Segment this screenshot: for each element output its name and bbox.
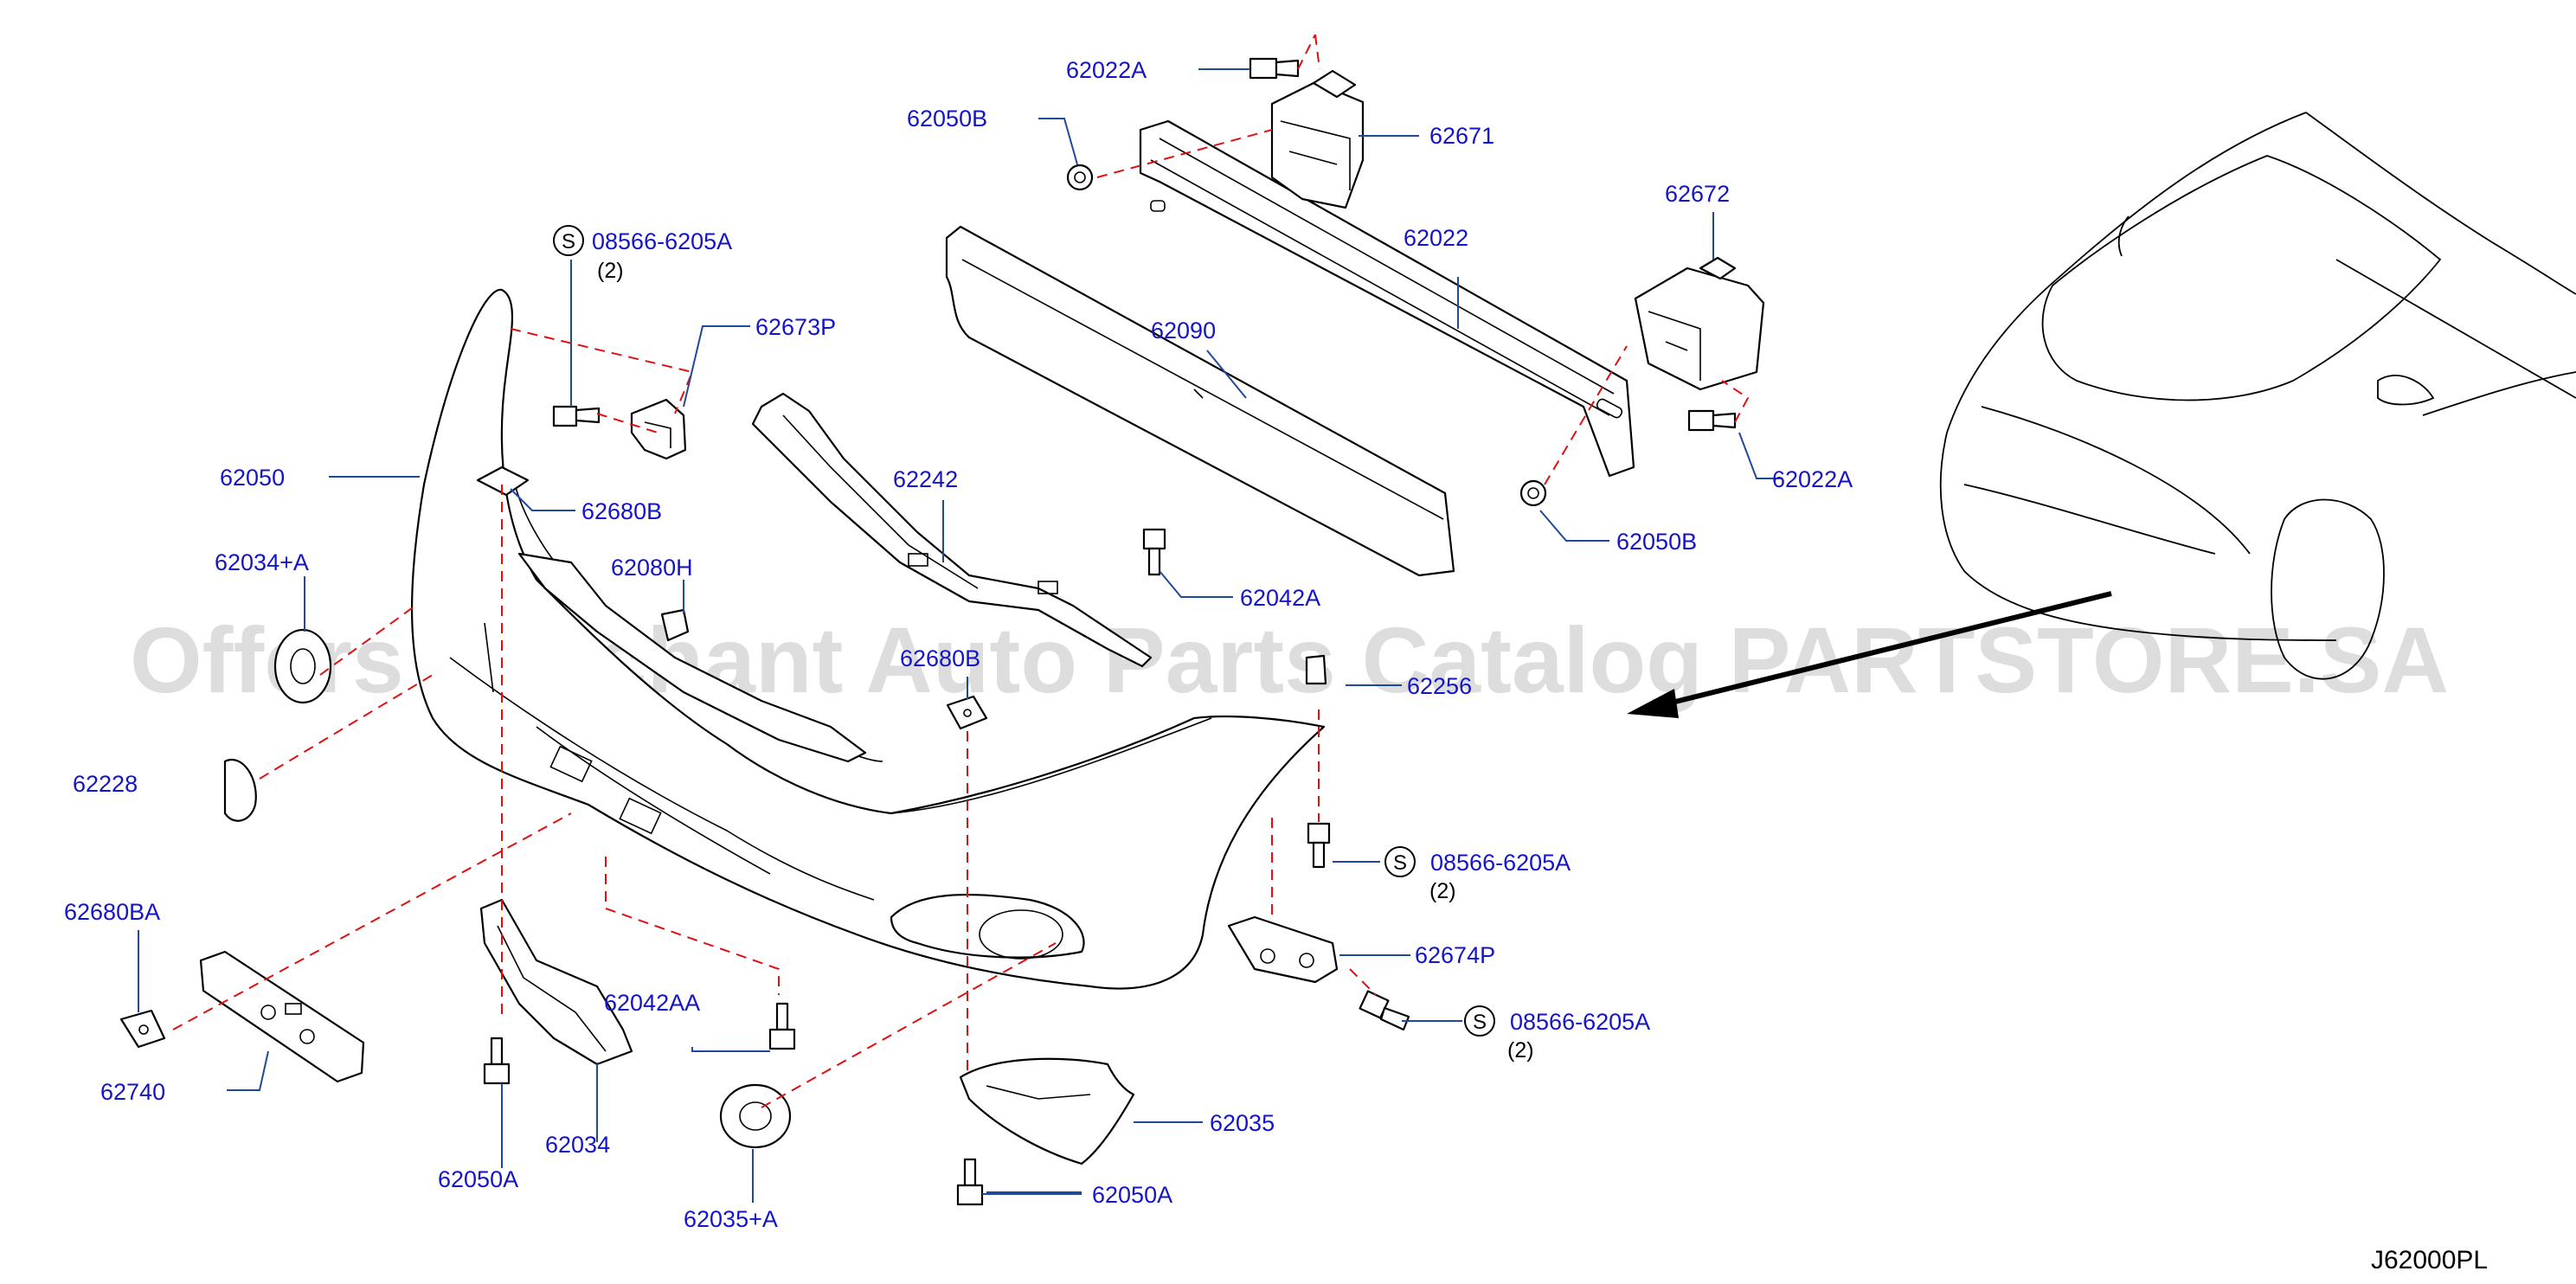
label-62035A[interactable]: 62035+A bbox=[684, 1206, 778, 1232]
clip-62256 bbox=[1305, 654, 1327, 685]
label-62050A-right[interactable]: 62050A bbox=[1092, 1182, 1172, 1208]
qty-08566-low: (2) bbox=[1507, 1038, 1534, 1063]
label-62680B[interactable]: 62680B bbox=[581, 498, 662, 524]
qty-08566-top: (2) bbox=[597, 259, 624, 283]
cap-62228 bbox=[223, 759, 257, 822]
energy-absorber-62090 bbox=[945, 225, 1455, 577]
bracket-62674P bbox=[1227, 915, 1339, 984]
bracket-62672 bbox=[1634, 256, 1765, 391]
label-62050B-right[interactable]: 62050B bbox=[1616, 529, 1697, 555]
clip-62080H bbox=[660, 608, 690, 642]
nut-62050B-top bbox=[1066, 164, 1094, 191]
license-bracket-62740 bbox=[199, 950, 365, 1083]
bolt-08566-top bbox=[552, 405, 601, 427]
bolt-62042A bbox=[1142, 528, 1166, 576]
svg-text:S: S bbox=[562, 230, 575, 254]
diagram-code: J62000PL bbox=[2371, 1246, 2488, 1274]
bracket-62034 bbox=[479, 898, 633, 1066]
label-62228[interactable]: 62228 bbox=[73, 771, 138, 797]
clip-62680B-top bbox=[476, 465, 530, 497]
label-62050A-left[interactable]: 62050A bbox=[438, 1166, 518, 1192]
label-62042AA[interactable]: 62042AA bbox=[604, 990, 700, 1016]
bolt-08566-low bbox=[1359, 990, 1410, 1031]
retainer-62242 bbox=[751, 392, 1153, 668]
bolt-62042AA bbox=[768, 1002, 796, 1050]
label-08566-low[interactable]: 08566-6205A bbox=[1510, 1009, 1650, 1035]
label-62022[interactable]: 62022 bbox=[1404, 225, 1468, 251]
label-62672[interactable]: 62672 bbox=[1665, 181, 1730, 207]
bolt-62050A-left bbox=[483, 1037, 511, 1085]
bolt-62022A-right bbox=[1687, 409, 1737, 432]
label-62256[interactable]: 62256 bbox=[1407, 673, 1472, 699]
label-62090[interactable]: 62090 bbox=[1151, 318, 1216, 343]
screw-mark-mid: S bbox=[1384, 846, 1416, 877]
clip-62680B-mid bbox=[946, 695, 988, 730]
label-62242[interactable]: 62242 bbox=[893, 466, 958, 492]
label-62673P[interactable]: 62673P bbox=[755, 314, 836, 340]
label-62042A[interactable]: 62042A bbox=[1240, 585, 1320, 611]
cap-62035A bbox=[719, 1083, 792, 1149]
alignment-lines bbox=[172, 34, 1750, 1108]
label-62671[interactable]: 62671 bbox=[1429, 123, 1494, 149]
label-62680B-mid[interactable]: 62680B bbox=[900, 645, 980, 671]
qty-08566-mid: (2) bbox=[1429, 879, 1456, 903]
screw-mark-top: S bbox=[553, 225, 584, 256]
label-62022A-right[interactable]: 62022A bbox=[1772, 466, 1853, 492]
splash-guard-62035 bbox=[959, 1057, 1135, 1165]
label-62034A[interactable]: 62034+A bbox=[215, 549, 309, 575]
screw-mark-low: S bbox=[1464, 1005, 1495, 1037]
svg-text:S: S bbox=[1473, 1011, 1487, 1034]
bracket-62671 bbox=[1270, 69, 1365, 209]
bumper-fascia-62050 bbox=[410, 288, 1326, 990]
bolt-62022A-top bbox=[1249, 57, 1300, 80]
svg-text:S: S bbox=[1393, 851, 1407, 875]
bracket-62673P bbox=[630, 398, 687, 460]
label-62034[interactable]: 62034 bbox=[545, 1132, 610, 1158]
label-62680BA[interactable]: 62680BA bbox=[64, 899, 160, 925]
cap-62034A bbox=[273, 628, 332, 704]
clip-62680BA bbox=[119, 1009, 166, 1049]
fascia-upper-bracket bbox=[517, 552, 867, 763]
nut-62050B-right bbox=[1519, 479, 1547, 507]
label-62050B-top[interactable]: 62050B bbox=[907, 106, 987, 132]
label-62050[interactable]: 62050 bbox=[220, 465, 285, 491]
label-62740[interactable]: 62740 bbox=[100, 1079, 165, 1105]
vehicle-outline-icon bbox=[1939, 112, 2576, 680]
label-08566-mid[interactable]: 08566-6205A bbox=[1430, 850, 1571, 876]
leader-lines bbox=[138, 68, 1783, 1203]
label-62035[interactable]: 62035 bbox=[1210, 1110, 1275, 1136]
bolt-08566-mid bbox=[1307, 822, 1331, 869]
label-62022A-top[interactable]: 62022A bbox=[1066, 57, 1147, 83]
direction-arrow-icon bbox=[1627, 591, 2112, 718]
label-62674P[interactable]: 62674P bbox=[1415, 942, 1495, 968]
bolt-62050A-right bbox=[956, 1158, 984, 1206]
label-08566-top[interactable]: 08566-6205A bbox=[592, 228, 732, 254]
label-62080H[interactable]: 62080H bbox=[611, 555, 693, 581]
reinforcement-beam-62022 bbox=[1139, 119, 1635, 478]
